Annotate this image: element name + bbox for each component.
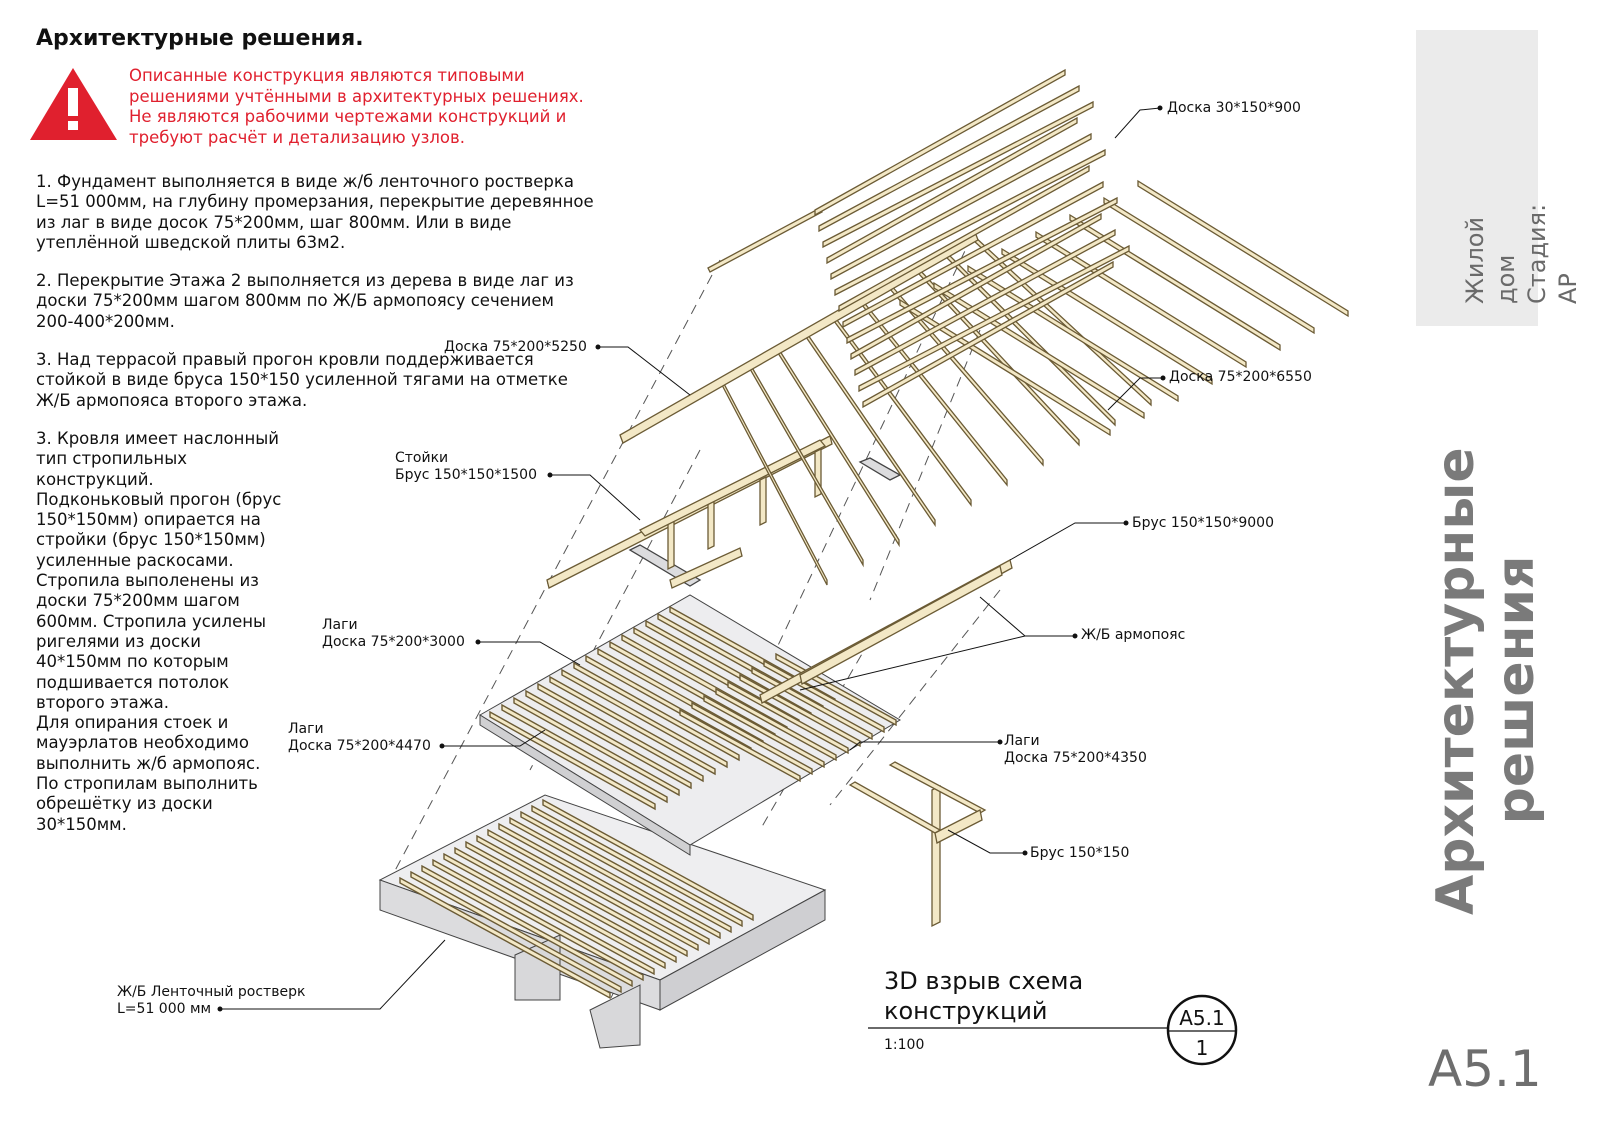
- rafter: [1137, 179, 1349, 318]
- rafter: [1035, 230, 1247, 369]
- note-4: 3. Кровля имеет наслонный тип стропильны…: [36, 428, 282, 834]
- view-marker-sheet: A5.1: [1179, 1006, 1225, 1030]
- callout-beam-150: Брус 150*150: [1030, 845, 1130, 861]
- foundation-joist: [421, 864, 633, 988]
- foundation-joists: [399, 798, 754, 1000]
- warning-text: Описанные конструкция являются типовыми …: [129, 66, 584, 147]
- side-panel: Жилой дом Стадия: АР: [1416, 30, 1582, 326]
- callout-beam-9000: Брус 150*150*9000: [1132, 515, 1274, 531]
- terrace-post: [848, 761, 987, 928]
- foundation-joist: [542, 798, 754, 922]
- floor-joist: [549, 675, 716, 776]
- callout-batten: Доска 30*150*900: [1167, 100, 1301, 116]
- floor-joist: [573, 661, 740, 762]
- roof-batten: [842, 180, 1104, 329]
- foundation-joist: [454, 846, 666, 970]
- foundation-joist: [410, 870, 622, 994]
- roof-batten: [834, 148, 1106, 297]
- callout-ring-beam: Ж/Б армопояс: [1081, 627, 1186, 643]
- view-marker-circle: [1166, 994, 1238, 1066]
- roof-batten: [830, 132, 1092, 281]
- callout-joists-3000: Лаги Доска 75*200*3000: [322, 617, 465, 650]
- side-panel-text: Жилой дом Стадия: АР: [1461, 203, 1582, 304]
- callout-joists-4470: Лаги Доска 75*200*4470: [288, 721, 431, 754]
- roof-support-frame: [546, 435, 902, 589]
- view-scale: 1:100: [884, 1037, 925, 1053]
- foundation-joist: [509, 816, 721, 940]
- rafter: [899, 298, 1111, 437]
- roof-batten: [826, 116, 1078, 265]
- side-title: Архитектурные решения: [1426, 447, 1546, 915]
- floor-joist: [727, 680, 849, 755]
- view-title: 3D взрыв схема конструкций: [884, 967, 1084, 1025]
- foundation-joist: [498, 822, 710, 946]
- note-1: 1. Фундамент выполняется в виде ж/б лент…: [36, 172, 594, 252]
- rafter: [1001, 247, 1213, 386]
- rafter: [1103, 196, 1315, 335]
- roof-batten: [858, 244, 1130, 393]
- note-3: 3. Над террасой правый прогон кровли под…: [36, 350, 568, 410]
- foundation-joist: [531, 804, 743, 928]
- floor-joist: [525, 689, 692, 790]
- floor-joist: [501, 703, 668, 804]
- leader-lines: [220, 107, 1163, 1010]
- callout-posts: Стойки Брус 150*150*1500: [395, 450, 537, 483]
- floor-joist: [513, 696, 680, 797]
- callout-joists-4350: Лаги Доска 75*200*4350: [1004, 733, 1147, 766]
- roof-batten: [846, 196, 1118, 345]
- foundation-joist: [476, 834, 688, 958]
- warning-triangle-icon: [30, 68, 117, 140]
- roof-batten: [854, 228, 1116, 377]
- leader-dots: [217, 105, 1166, 1012]
- foundation-joist: [465, 840, 677, 964]
- rafter: [1069, 213, 1281, 352]
- roof-batten: [822, 100, 1094, 249]
- foundation-joist: [399, 876, 611, 1000]
- floor-joist: [537, 682, 704, 783]
- roof-batten: [814, 68, 1066, 217]
- callout-board-6550: Доска 75*200*6550: [1169, 369, 1312, 385]
- floor-joist: [679, 708, 801, 783]
- note-2: 2. Перекрытие Этажа 2 выполняется из дер…: [36, 271, 574, 331]
- floor-2-joists: [489, 605, 897, 811]
- page-title: Архитектурные решения.: [36, 26, 364, 51]
- floor-joist: [703, 694, 825, 769]
- floor-joist: [489, 710, 656, 811]
- long-beam-9000: [759, 559, 1013, 704]
- roof-batten: [818, 84, 1080, 233]
- roof-batten: [862, 260, 1114, 409]
- roof-battens: [814, 68, 1130, 409]
- roof-batten: [838, 164, 1090, 313]
- sheet-number: A5.1: [1428, 1040, 1542, 1098]
- notes: 1. Фундамент выполняется в виде ж/б лент…: [36, 172, 596, 853]
- rafter: [933, 281, 1145, 420]
- callout-foundation: Ж/Б Ленточный ростверк L=51 000 мм: [117, 984, 306, 1017]
- foundation-joist: [432, 858, 644, 982]
- roof-batten: [850, 212, 1102, 361]
- rafter: [967, 264, 1179, 403]
- floor-joist: [561, 668, 728, 769]
- floor-joist: [715, 687, 837, 762]
- foundation-joist: [520, 810, 732, 934]
- callout-board-5250: Доска 75*200*5250: [444, 339, 587, 355]
- floor-joist: [691, 701, 813, 776]
- foundation-joist: [443, 852, 655, 976]
- foundation-joist: [487, 828, 699, 952]
- view-marker-number: 1: [1195, 1036, 1209, 1060]
